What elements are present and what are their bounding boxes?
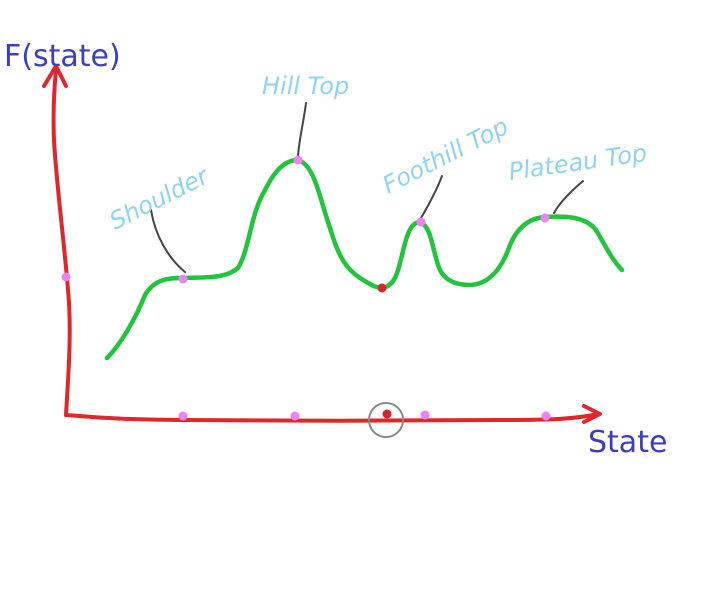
shoulder-label: Shoulder: [105, 161, 215, 235]
shoulder-marker: [178, 274, 188, 284]
plateau-top-pointer: [553, 180, 584, 214]
foothill-top-marker: [416, 217, 426, 227]
y-axis-marker: [61, 272, 71, 282]
shoulder-pointer: [150, 209, 186, 273]
x-axis-marker-hill-top: [290, 411, 300, 421]
foothill-top-label: Foothill Top: [378, 112, 513, 199]
x-axis-label: State: [588, 425, 667, 460]
y-axis-arrowhead: [42, 64, 68, 88]
foothill-top-pointer: [420, 175, 443, 219]
current-state-marker: [377, 283, 387, 293]
current-state-circle: [368, 402, 404, 438]
y-axis: [51, 68, 72, 417]
x-axis-marker-shoulder: [178, 411, 188, 421]
hill-top-label: Hill Top: [262, 72, 349, 100]
x-axis-marker-plateau-top: [541, 411, 551, 421]
x-axis-marker-foothill-top: [420, 410, 430, 420]
hill-top-pointer: [297, 102, 307, 157]
x-axis: [64, 412, 600, 423]
plateau-top-label: Plateau Top: [507, 139, 649, 186]
y-axis-label: F(state): [4, 39, 121, 74]
x-axis-arrowhead: [582, 404, 602, 424]
hill-top-marker: [293, 155, 303, 165]
plateau-top-marker: [540, 213, 550, 223]
current-state-axis-marker: [382, 409, 392, 419]
